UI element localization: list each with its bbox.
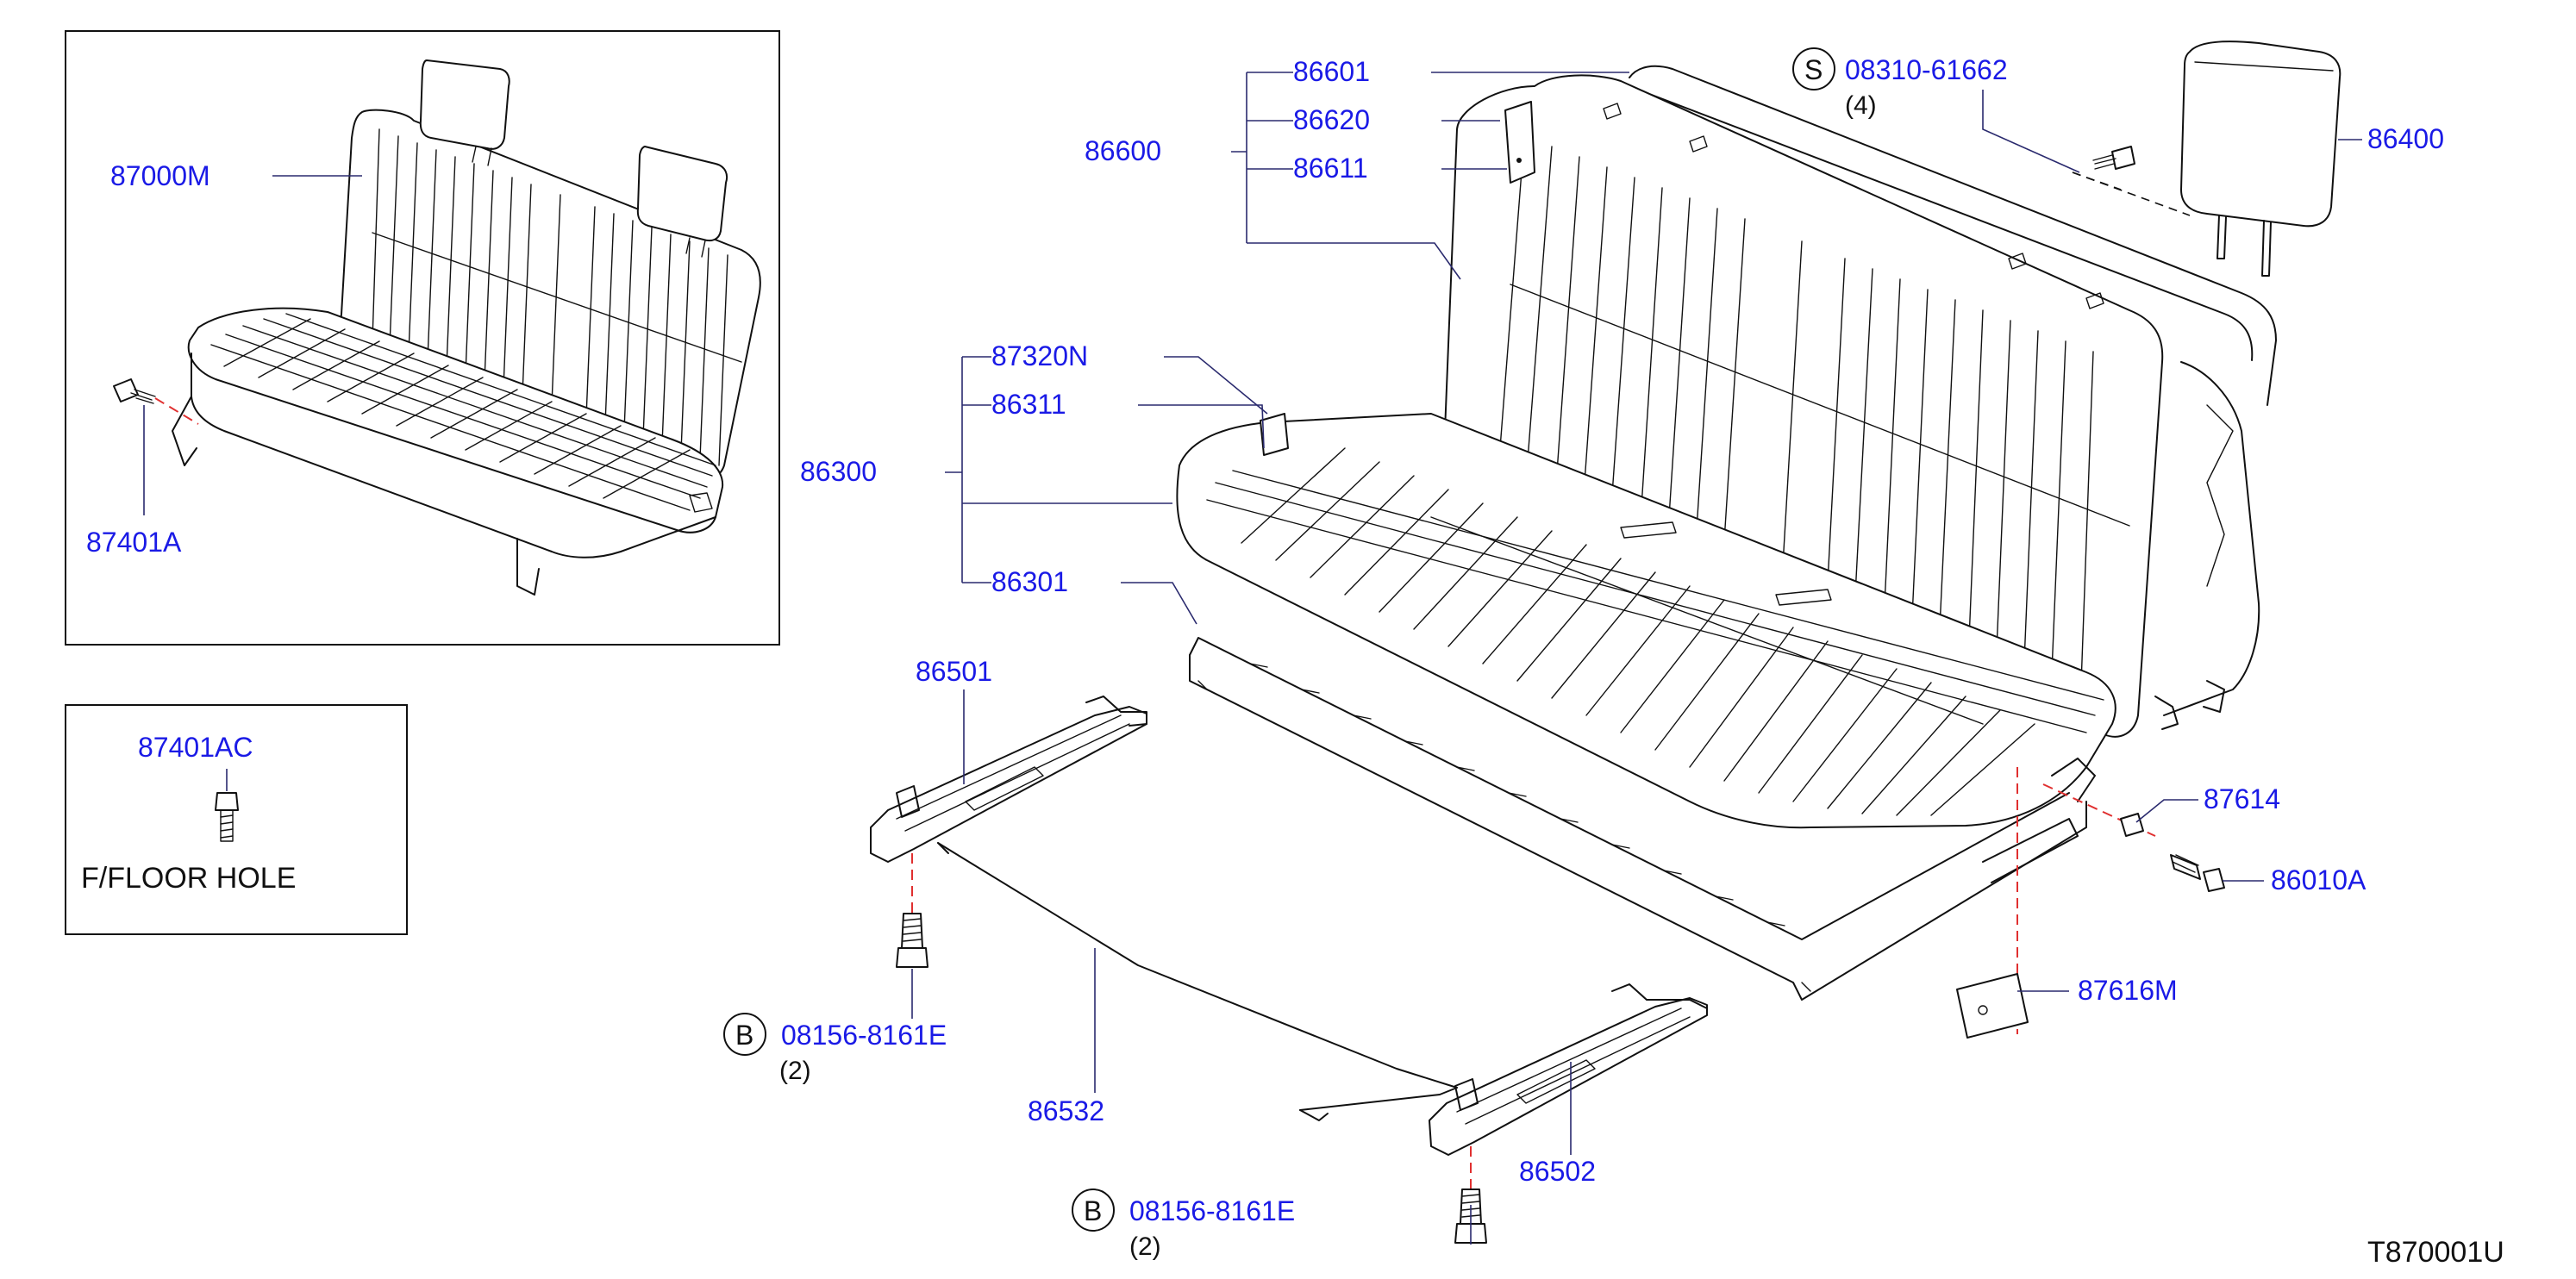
diagram-code: T870001U (2367, 1236, 2504, 1269)
label-08156-8161e-left: 08156-8161E (781, 1020, 947, 1051)
adjuster-right-illustration (1429, 983, 1708, 1244)
label-86311: 86311 (991, 389, 1066, 420)
callout-labels: 86601 86620 86611 86600 S 08310-61662 (4… (723, 47, 2504, 1269)
label-86501: 86501 (916, 656, 992, 687)
label-86532: 86532 (1028, 1095, 1104, 1126)
qty-screw: (4) (1845, 91, 1877, 120)
seat-cushion-illustration (1176, 413, 2116, 1001)
label-87401ac: 87401AC (138, 732, 253, 763)
adjuster-rod-illustration (937, 842, 1458, 1121)
seat-assembly-illustration (172, 59, 761, 596)
label-87616m: 87616M (2078, 975, 2178, 1006)
screw-symbol-circle (1792, 47, 1835, 90)
label-86301: 86301 (991, 566, 1068, 597)
headrest-illustration (2180, 41, 2342, 277)
label-86601: 86601 (1293, 56, 1370, 87)
qty-bolt-right: (2) (1129, 1232, 1161, 1261)
label-87401a: 87401A (86, 527, 182, 558)
adjuster-left-illustration (870, 696, 1147, 968)
inset-bolt-87401a-drawing (113, 378, 199, 425)
label-86611: 86611 (1293, 153, 1368, 184)
bolt-symbol-circle-left (723, 1013, 766, 1056)
bolt-symbol-right: B (1084, 1195, 1102, 1226)
inset-bolt-frame (65, 704, 408, 935)
label-86400: 86400 (2367, 123, 2444, 154)
label-87614: 87614 (2204, 783, 2280, 814)
bolt-symbol-left: B (735, 1020, 753, 1051)
label-86300: 86300 (800, 456, 877, 487)
label-08310-61662: 08310-61662 (1845, 54, 2008, 85)
qty-bolt-left: (2) (779, 1057, 811, 1085)
screw-symbol: S (1804, 54, 1823, 85)
label-08156-8161e-right: 08156-8161E (1129, 1195, 1295, 1226)
label-86620: 86620 (1293, 104, 1370, 135)
leader-lines (911, 72, 2362, 1245)
label-86502: 86502 (1519, 1156, 1596, 1187)
note-floor-hole: F/FLOOR HOLE (81, 862, 296, 895)
seat-back-illustration (1444, 65, 2277, 738)
bolt-symbol-circle-right (1072, 1189, 1115, 1232)
bolt-87401ac-drawing (215, 792, 239, 842)
inset-frame (65, 30, 780, 646)
label-87000m: 87000M (110, 160, 210, 191)
label-86600: 86600 (1085, 135, 1161, 166)
inset-assembly-panel: 87000M 87401A (65, 30, 780, 646)
label-86010a: 86010A (2271, 864, 2367, 895)
side-hardware-illustration (1956, 767, 2225, 1039)
screw-08310-61662-drawing (2072, 146, 2191, 216)
inset-bolt-panel: 87401AC F/FLOOR HOLE (65, 704, 408, 935)
label-87320n: 87320N (991, 340, 1088, 371)
